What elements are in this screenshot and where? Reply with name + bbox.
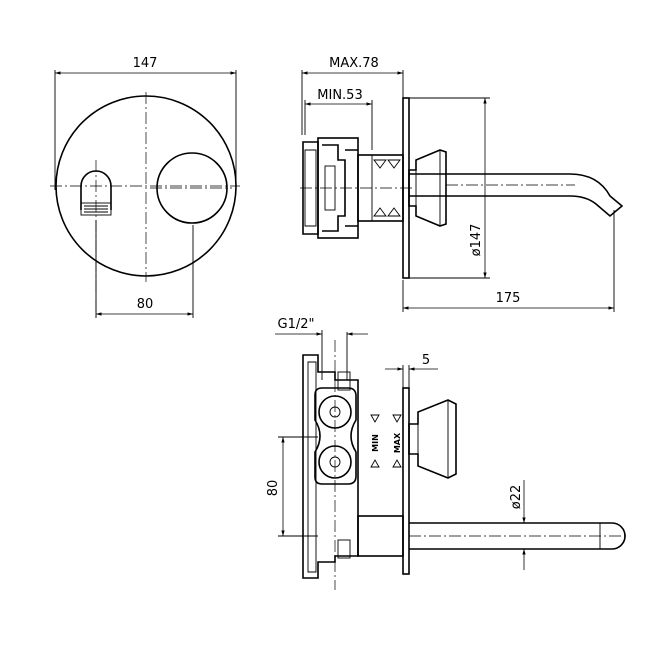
front-view: 147 80: [50, 56, 240, 320]
side-max-label: MAX.78: [329, 56, 379, 71]
top-plate-thickness-label: 5: [422, 353, 430, 368]
top-knob: [408, 399, 457, 479]
max-marker: MAX: [393, 432, 402, 453]
top-thread-label: G1/2": [278, 317, 315, 332]
top-inlet-spacing-label: 80: [266, 480, 281, 497]
side-plate-dia-label: ø147: [469, 224, 484, 257]
top-view: G1/2" 5 MIN MAX: [266, 317, 628, 590]
side-view: MAX.78 MIN.53 ø147: [300, 56, 624, 312]
front-offset-label: 80: [137, 297, 154, 312]
side-min-label: MIN.53: [317, 88, 362, 103]
front-width-label: 147: [133, 56, 158, 71]
side-knob: [408, 149, 447, 227]
side-spout: [409, 173, 624, 218]
min-marker: MIN: [371, 434, 380, 452]
top-spout-dia-label: ø22: [509, 485, 524, 510]
side-spout-length-label: 175: [496, 291, 521, 306]
top-wall-plate: [402, 387, 410, 575]
